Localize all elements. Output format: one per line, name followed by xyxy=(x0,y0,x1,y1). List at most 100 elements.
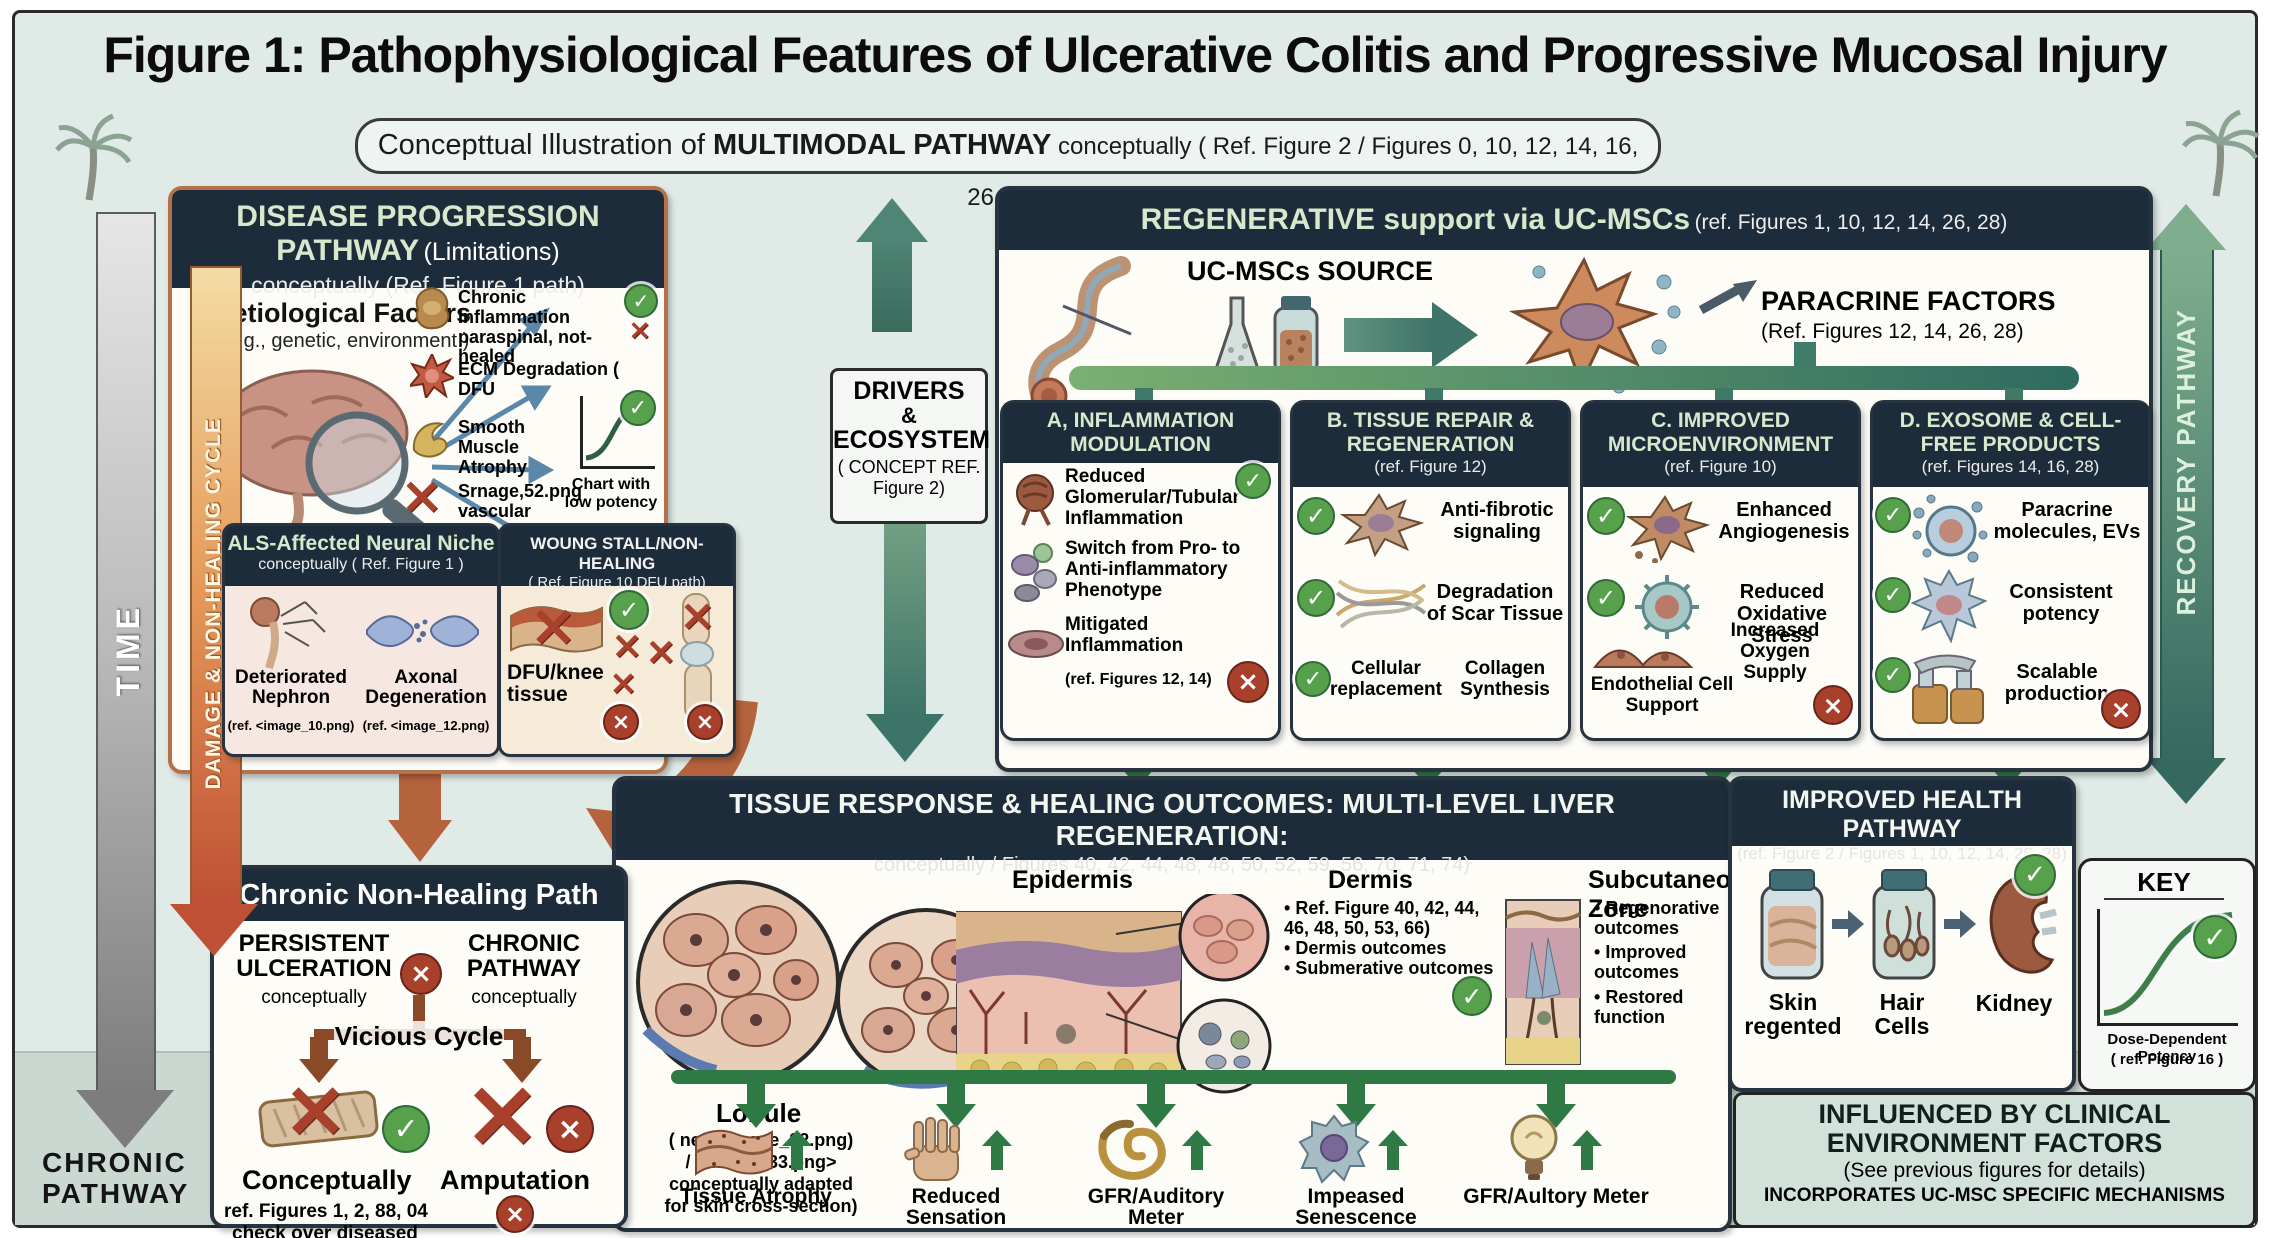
cross-icon: × xyxy=(628,313,652,346)
outcome-bar xyxy=(671,1070,1676,1084)
chronic-non-healing-panel: Chronic Non-Healing Path PERSISTENT ULCE… xyxy=(210,865,628,1238)
drivers-down-arrow xyxy=(884,520,926,716)
dermis-bullet-1: Ref. Figure 40, 42, 44, 46, 48, 50, 53, … xyxy=(1284,898,1480,939)
drivers-line4: ( CONCEPT REF. xyxy=(837,456,981,477)
dermis-bullet-2: Dermis outcomes xyxy=(1295,938,1447,959)
cross-circle-icon: × xyxy=(687,704,723,740)
column-c-title: C. IMPROVED MICROENVIRONMENT xyxy=(1607,409,1834,457)
outcome-label-3: GFR/Auditory Meter xyxy=(1087,1185,1225,1229)
als-item-1: Deteriorated Nephron xyxy=(235,667,347,708)
column-a-item-2: Switch from Pro- to Anti-inflammatory Ph… xyxy=(1065,538,1241,601)
down-arrow-icon xyxy=(1136,1082,1176,1128)
inflammation-icon xyxy=(415,286,450,330)
cross-icon: × xyxy=(611,623,643,667)
dermis-label: Dermis xyxy=(1328,866,1413,894)
drivers-ecosystem-box: DRIVERS & ECOSYSTEM ( CONCEPT REF. Figur… xyxy=(830,368,990,524)
als-item-2-ref: (ref. <image_12.png) xyxy=(362,718,490,733)
key-caption-1: Dose-Dependent Potency xyxy=(2107,1031,2227,1065)
subq-bullet-3: Restored function xyxy=(1594,986,1684,1027)
smooth-muscle-icon xyxy=(412,422,448,458)
chronic-sub: conceptually xyxy=(471,987,577,1008)
check-icon: ✓ xyxy=(1235,463,1271,499)
drivers-line5: Figure 2) xyxy=(872,477,946,498)
outcome-label-4: Impeased Senescence xyxy=(1295,1185,1417,1229)
column-tissue-repair: B. TISSUE REPAIR & REGENERATION (ref. Fi… xyxy=(1290,400,1571,741)
up-arrow-icon xyxy=(1378,1130,1408,1172)
right-arrow-icon xyxy=(1944,910,1976,938)
check-icon: ✓ xyxy=(2193,915,2237,959)
recovery-label: RECOVERY PATHWAY xyxy=(2171,308,2201,616)
check-icon: ✓ xyxy=(1875,657,1911,693)
influenced-line1: INFLUENCED BY CLINICAL xyxy=(1818,1099,2171,1129)
als-neural-niche-box: ALS-Affected Neural Niche conceptually (… xyxy=(222,523,500,757)
subq-bullet-1: Regenorative outcomes xyxy=(1594,898,1720,939)
angiogenesis-cell-icon xyxy=(1625,495,1711,563)
cross-icon: × xyxy=(400,466,444,526)
potency-vesicle-icon xyxy=(1911,569,1987,643)
bullet-icon: • xyxy=(1594,942,1601,963)
ecm-degradation-icon xyxy=(410,354,454,398)
column-b-title: B. TISSUE REPAIR & REGENERATION xyxy=(1326,409,1535,457)
column-c-item-2: Reduced Oxidative Stress xyxy=(1736,581,1828,647)
right-arrow-icon xyxy=(1832,910,1864,938)
column-b-item-2: Degradation of Scar Tissue xyxy=(1426,581,1564,625)
teal-up-arrow xyxy=(872,240,912,332)
als-item-1-ref: (ref. <image_10.png) xyxy=(227,718,355,733)
als-subtitle: conceptually ( Ref. Figure 1 ) xyxy=(258,556,464,573)
recovery-arrow: RECOVERY PATHWAY xyxy=(2160,246,2214,762)
persistent-sub: conceptually xyxy=(261,987,367,1008)
column-d-title: D. EXOSOME & CELL-FREE PRODUCTS xyxy=(1899,409,2122,457)
disease-subtitle: conceptually (Ref. Figure 1 path) xyxy=(251,272,585,298)
chart-caption: Chart with low potency xyxy=(564,476,658,511)
check-icon: ✓ xyxy=(2014,854,2056,896)
branch-bar xyxy=(1069,366,2079,390)
down-arrow-icon xyxy=(1336,1082,1376,1128)
source-arrow xyxy=(1344,318,1432,352)
column-a-title: A, INFLAMMATION MODULATION xyxy=(1046,409,1235,457)
cross-circle-icon: × xyxy=(1813,685,1853,725)
wound-label: DFU/knee tissue xyxy=(507,661,604,707)
kidney-icon xyxy=(1989,874,2057,974)
column-c-item-4: Increased Oxygen Supply xyxy=(1730,620,1820,683)
disease-title: DISEASE PROGRESSION PATHWAY xyxy=(236,200,600,267)
column-b-item-3: Cellular replacement xyxy=(1330,658,1442,700)
cross-icon: × xyxy=(529,591,578,659)
influenced-line2: ENVIRONMENT FACTORS xyxy=(1826,1128,2163,1158)
disease-item-3: Smooth Muscle Atrophy xyxy=(458,417,527,477)
vicious-cycle-label: Vicious Cycle xyxy=(334,1021,504,1052)
key-panel: KEY ✓ Dose-Dependent Potency ( ref. Figu… xyxy=(2078,858,2256,1092)
subtitle-bold: MULTIMODAL PATHWAY xyxy=(713,129,1052,161)
check-icon: ✓ xyxy=(620,390,656,426)
cross-circle-icon: × xyxy=(546,1105,594,1153)
column-a-item-1: Reduced Glomerular/Tubular Inflammation xyxy=(1065,466,1240,529)
nephron-icon xyxy=(250,597,326,670)
subq-bullet-2: Improved outcomes xyxy=(1594,942,1687,983)
production-jars-icon xyxy=(1912,654,1984,724)
down-arrow-icon xyxy=(502,1037,542,1083)
endothelial-mounds-icon xyxy=(1592,649,1694,668)
persistent-ulceration-label: PERSISTENT ULCERATION xyxy=(236,930,392,983)
drivers-down-arrowhead xyxy=(866,714,944,762)
up-arrow-icon xyxy=(1572,1130,1602,1172)
chronic-box-title: Chronic Non-Healing Path xyxy=(214,869,624,921)
down-arrow-icon xyxy=(299,1037,339,1083)
wound-subtitle: ( Ref. Figure 10 DFU path) xyxy=(528,574,706,591)
dermis-bullets: • Ref. Figure 40, 42, 44, 46, 48, 50, 53… xyxy=(1284,898,1499,979)
up-arrow-icon xyxy=(1182,1130,1212,1172)
cross-icon: × xyxy=(609,663,638,703)
palm-tree-icon xyxy=(2182,109,2260,197)
column-a-item-3: Mitigated Inflammation xyxy=(1065,614,1184,656)
outcome-ref1: ref. Figures 1, 2, 88, 04 xyxy=(224,1201,428,1222)
lightbulb-icon xyxy=(1510,1114,1558,1180)
skin-jar-icon xyxy=(1760,869,1824,980)
teal-up-arrowhead xyxy=(856,198,928,242)
health-subtitle: (ref. Figure 2 / Figures 1, 10, 12, 14, … xyxy=(1737,844,2067,863)
phenotype-cells-icon xyxy=(1011,543,1057,602)
check-icon: ✓ xyxy=(382,1105,430,1153)
drivers-line2: & xyxy=(901,403,917,428)
column-c-item-3: Endothelial Cell Support xyxy=(1590,674,1734,716)
outcome-amputation: Amputation xyxy=(440,1165,590,1195)
ucmsc-source-label: UC-MSCs SOURCE xyxy=(1187,256,1434,286)
subq-skin-column xyxy=(1505,899,1581,1065)
column-d-item-3: Scalable production xyxy=(2004,661,2110,705)
